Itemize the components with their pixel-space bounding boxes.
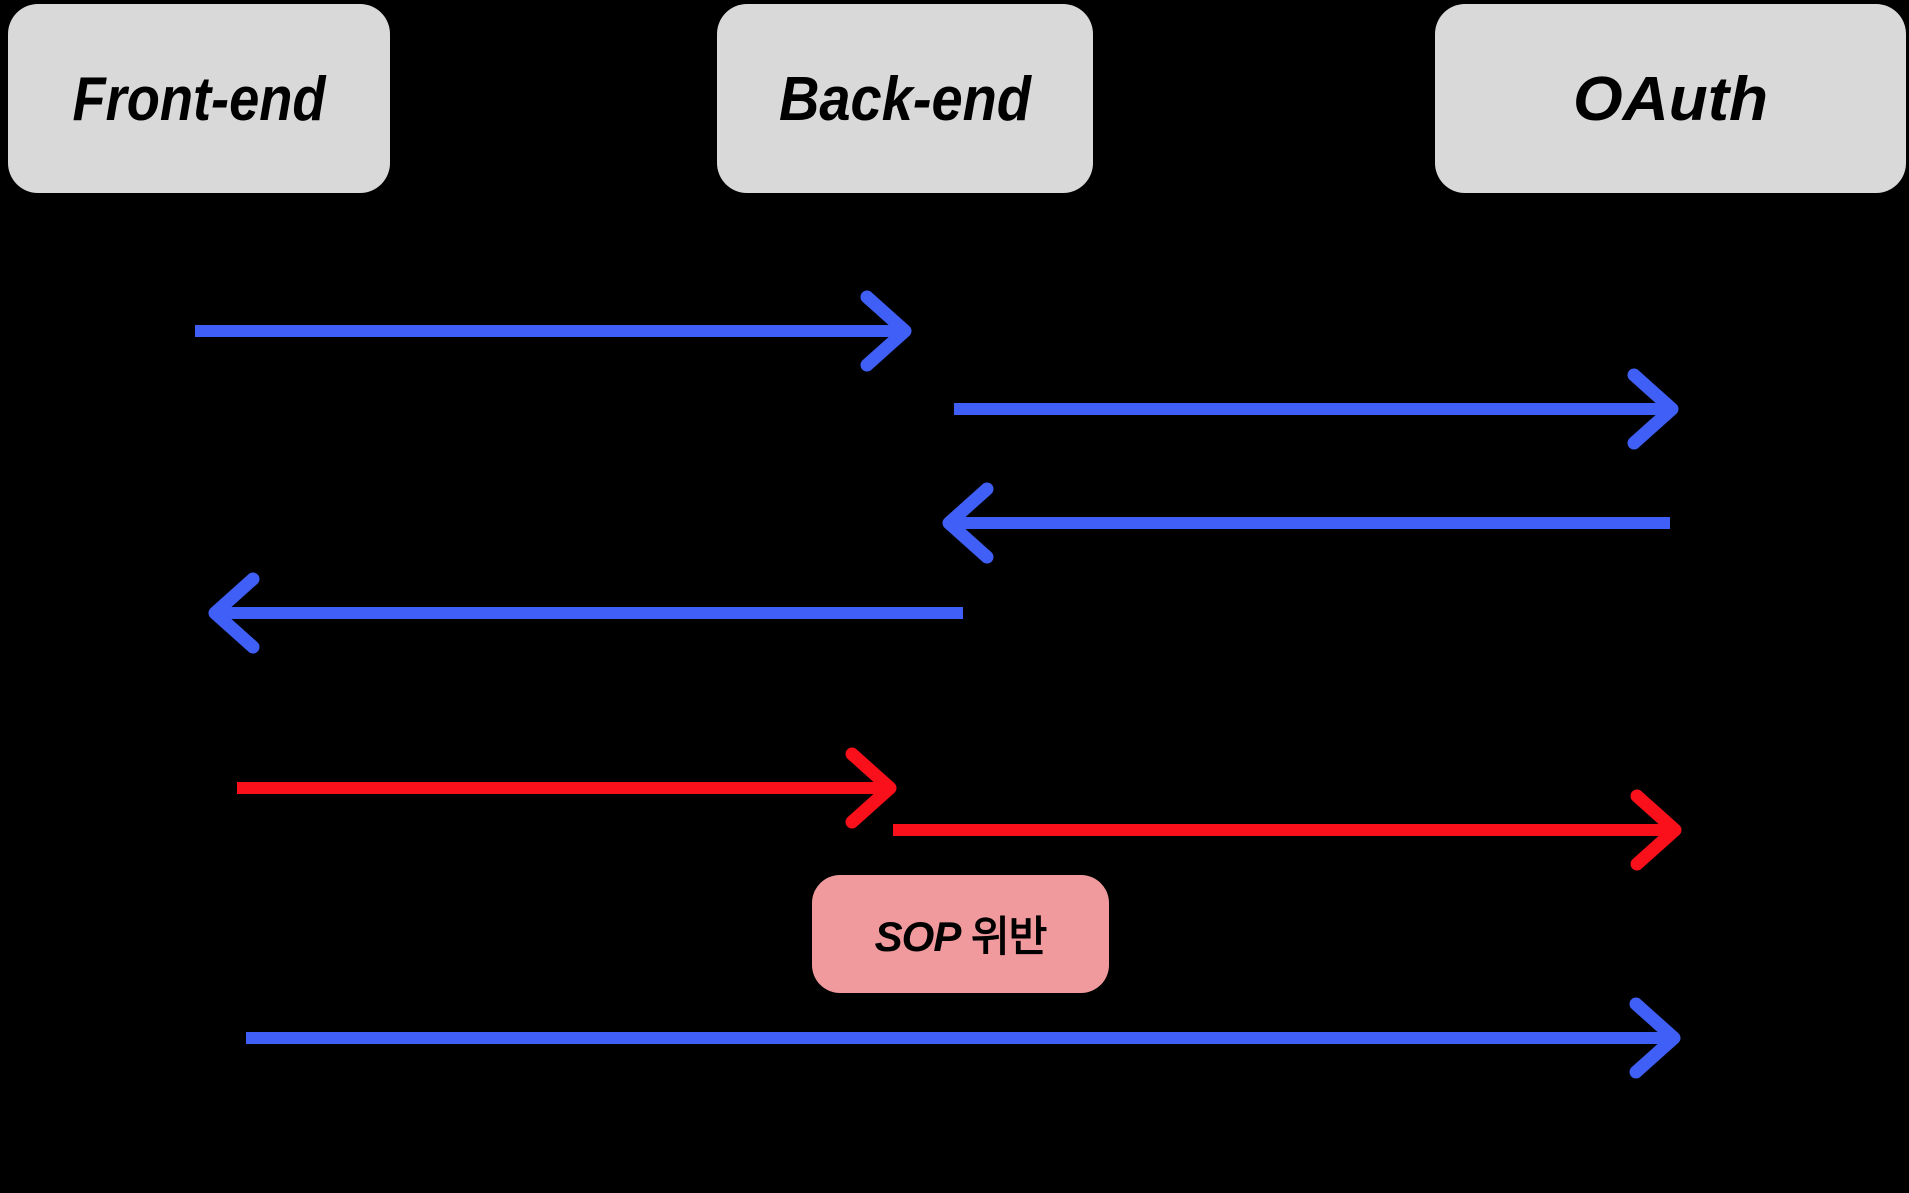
- arrow-7-frontend-to-oauth-head: [1629, 997, 1681, 1079]
- node-oauth: [1435, 4, 1906, 193]
- sop-violation-badge: [812, 875, 1109, 993]
- arrow-3-oauth-to-backend-head: [942, 482, 994, 564]
- node-label-back-end: Back-end: [779, 65, 1032, 134]
- arrow-2-backend-to-oauth-head: [1627, 368, 1679, 450]
- node-back-end: [717, 4, 1093, 193]
- arrow-6-backend-to-oauth-red-head: [1630, 789, 1682, 871]
- arrow-4-backend-to-frontend-head: [208, 572, 260, 654]
- sop-violation-badge-label: SOP 위반: [875, 913, 1047, 960]
- node-label-oauth: OAuth: [1573, 65, 1768, 134]
- badge-label-part: 위반: [960, 913, 1046, 960]
- arrow-5-frontend-to-backend-red-head: [845, 747, 897, 829]
- arrow-1-frontend-to-backend-head: [860, 290, 912, 372]
- badge-label-part: SOP: [875, 913, 963, 960]
- node-label-front-end: Front-end: [73, 65, 327, 134]
- node-front-end: [8, 4, 390, 193]
